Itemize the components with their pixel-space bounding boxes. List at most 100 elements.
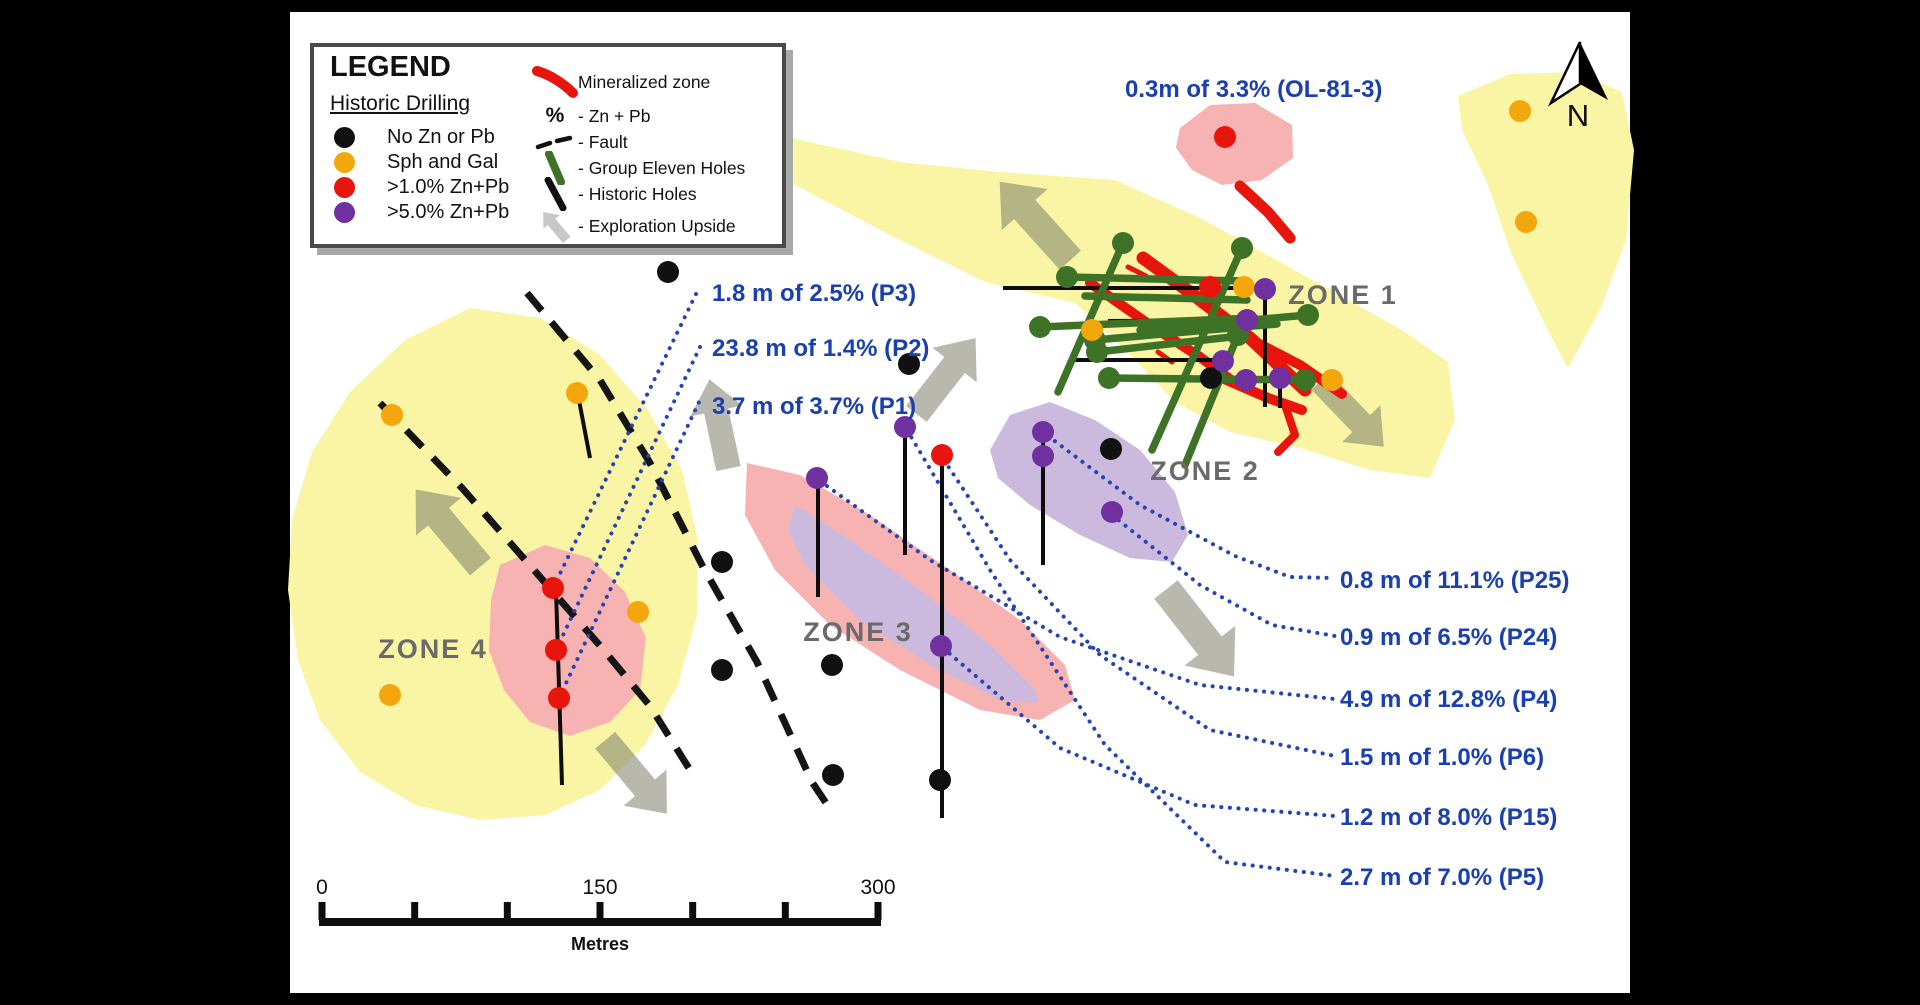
drill-dot-orange: [566, 382, 588, 404]
drill-dot-black: [657, 261, 679, 283]
legend-symbol-item-label: - Zn + Pb: [578, 105, 651, 126]
drill-dot-purple_dot: [930, 635, 952, 657]
group-eleven-hole-collar: [1056, 266, 1078, 288]
group-eleven-hole-collar: [1086, 341, 1108, 363]
group-eleven-hole-line: [1081, 292, 1251, 304]
exploration-upside-arrow: [415, 489, 491, 576]
drill-dot-red: [542, 577, 564, 599]
legend-symbol-item-label: Mineralized zone: [578, 71, 711, 92]
assay-label: 1.5 m of 1.0% (P6): [1340, 744, 1544, 771]
scalebar-label: 0: [316, 876, 328, 899]
assay-label: 4.9 m of 12.8% (P4): [1340, 686, 1557, 713]
drill-dot-black: [822, 764, 844, 786]
percent-icon: %: [532, 104, 578, 128]
zone-label: ZONE 3: [803, 617, 913, 647]
legend-symbol-item: %- Zn + Pb: [532, 103, 745, 129]
group-eleven-hole-collar: [1112, 232, 1134, 254]
mineralized-zone: [1125, 264, 1149, 279]
exploration-upside-arrow: [906, 338, 977, 422]
assay-leader-line: [557, 398, 702, 700]
drill-dot-purple_dot: [1254, 278, 1276, 300]
north-label: N: [1567, 98, 1589, 133]
legend-dot-item: Sph and Gal: [330, 150, 509, 175]
legend-symbol-item: - Historic Holes: [532, 177, 745, 211]
drill-dot-red: [931, 444, 953, 466]
drill-dot-black: [1200, 367, 1222, 389]
north-arrow-icon: [1580, 42, 1608, 100]
yellow-area-right: [1458, 72, 1634, 368]
legend-symbol-item: - Group Eleven Holes: [532, 151, 746, 185]
mineralized-zone: [1234, 180, 1296, 244]
scalebar-caption: Metres: [571, 934, 629, 954]
drill-dot-legend-icon: [334, 202, 355, 223]
drill-dot-black: [711, 659, 733, 681]
assay-leader-line: [1046, 434, 1337, 580]
group-eleven-hole-collar: [1297, 304, 1319, 326]
drill-dot-orange: [1515, 211, 1537, 233]
assay-leader-line: [551, 290, 699, 590]
legend-title: LEGEND: [330, 51, 451, 83]
drill-dot-purple_dot: [1269, 367, 1291, 389]
group-eleven-hole-collar: [1294, 369, 1316, 391]
drill-dot-black: [1100, 438, 1122, 460]
drill-dot-orange: [1081, 319, 1103, 341]
legend-subtitle: Historic Drilling: [330, 92, 471, 115]
legend-symbol-item-label: - Group Eleven Holes: [578, 157, 746, 178]
drill-dot-black: [929, 769, 951, 791]
pink-area-ol: [1176, 103, 1293, 185]
legend-dot-item: >1.0% Zn+Pb: [330, 175, 509, 200]
legend-dot-item: >5.0% Zn+Pb: [330, 200, 509, 225]
assay-leader-line: [818, 479, 1337, 701]
exploration-upside-arrow: [1154, 580, 1236, 677]
assay-leader-line: [1110, 513, 1337, 638]
assay-label: 23.8 m of 1.4% (P2): [712, 335, 929, 362]
drill-dot-red: [548, 687, 570, 709]
drill-dot-black: [711, 551, 733, 573]
zone-label: ZONE 4: [378, 634, 488, 664]
group-eleven-hole-line: [1136, 311, 1312, 334]
assay-label: 1.8 m of 2.5% (P3): [712, 280, 916, 307]
legend-symbol-item-label: - Exploration Upside: [578, 215, 736, 236]
fault-line: [377, 400, 698, 780]
drill-dot-red: [1214, 126, 1236, 148]
group-eleven-hole-collar: [1231, 237, 1253, 259]
legend-dot-item: No Zn or Pb: [330, 125, 509, 150]
drill-dot-legend-icon: [334, 177, 355, 198]
lavender-area-zone3: [788, 505, 1038, 703]
legend-dot-item-label: >5.0% Zn+Pb: [387, 201, 510, 223]
assay-label: 0.9 m of 6.5% (P24): [1340, 624, 1557, 651]
legend-symbol-item: - Exploration Upside: [532, 207, 745, 245]
assay-label: 1.2 m of 8.0% (P15): [1340, 804, 1557, 831]
assay-leader-line: [941, 646, 1337, 818]
legend-symbol-items: Mineralized zone%- Zn + Pb- Fault- Group…: [532, 61, 745, 245]
scalebar-label: 150: [582, 876, 617, 899]
legend-symbol-item: Mineralized zone: [532, 61, 745, 103]
drill-dot-orange: [1509, 100, 1531, 122]
assay-leader-line: [942, 458, 1337, 758]
drill-dot-orange: [379, 684, 401, 706]
mineralized-zone-icon: [532, 64, 578, 100]
historic-hole-icon: [532, 177, 578, 211]
yellow-area-zone4: [288, 308, 698, 820]
drill-dot-purple_dot: [894, 416, 916, 438]
drill-dot-legend-icon: [334, 152, 355, 173]
group-eleven-hole-line: [1148, 244, 1246, 454]
assay-label: 3.7 m of 3.7% (P1): [712, 393, 916, 420]
legend-dot-item-label: >1.0% Zn+Pb: [387, 176, 510, 198]
legend-symbol-item-label: - Fault: [578, 131, 628, 152]
legend-dot-item-label: Sph and Gal: [387, 151, 499, 173]
drill-dot-purple_dot: [806, 467, 828, 489]
drill-dot-orange: [1233, 276, 1255, 298]
exploration-upside-icon: [532, 204, 578, 248]
drill-dot-black: [821, 654, 843, 676]
assay-label: 2.7 m of 7.0% (P5): [1340, 864, 1544, 891]
drill-dot-purple_dot: [1236, 309, 1258, 331]
drill-dot-orange: [381, 404, 403, 426]
assay-label: 0.8 m of 11.1% (P25): [1340, 567, 1569, 594]
exploration-upside-arrow: [690, 379, 743, 472]
scalebar-label: 300: [860, 876, 895, 899]
drill-dot-red: [1199, 276, 1221, 298]
